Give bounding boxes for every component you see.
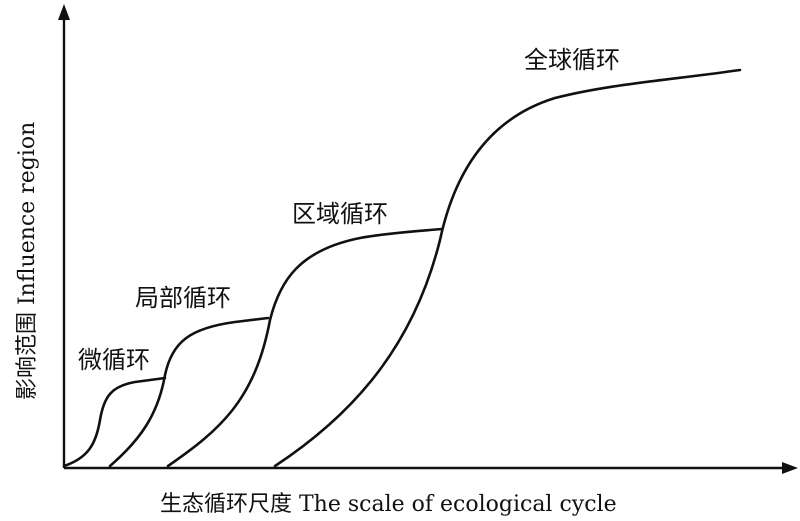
curve-label-micro: 微循环 — [78, 346, 150, 374]
curve-local — [108, 316, 270, 468]
x-axis-arrow — [782, 462, 798, 474]
y-axis-label: 影响范围 Influence region — [15, 122, 40, 400]
y-axis-arrow — [58, 4, 70, 20]
curve-micro — [62, 376, 167, 468]
curve-label-global: 全球循环 — [524, 46, 620, 74]
curve-label-regional: 区域循环 — [292, 200, 388, 228]
curve-label-local: 局部循环 — [135, 284, 231, 312]
x-axis-label: 生态循环尺度 The scale of ecological cycle — [160, 492, 617, 517]
curve-global — [273, 68, 742, 468]
curve-regional — [166, 227, 444, 468]
